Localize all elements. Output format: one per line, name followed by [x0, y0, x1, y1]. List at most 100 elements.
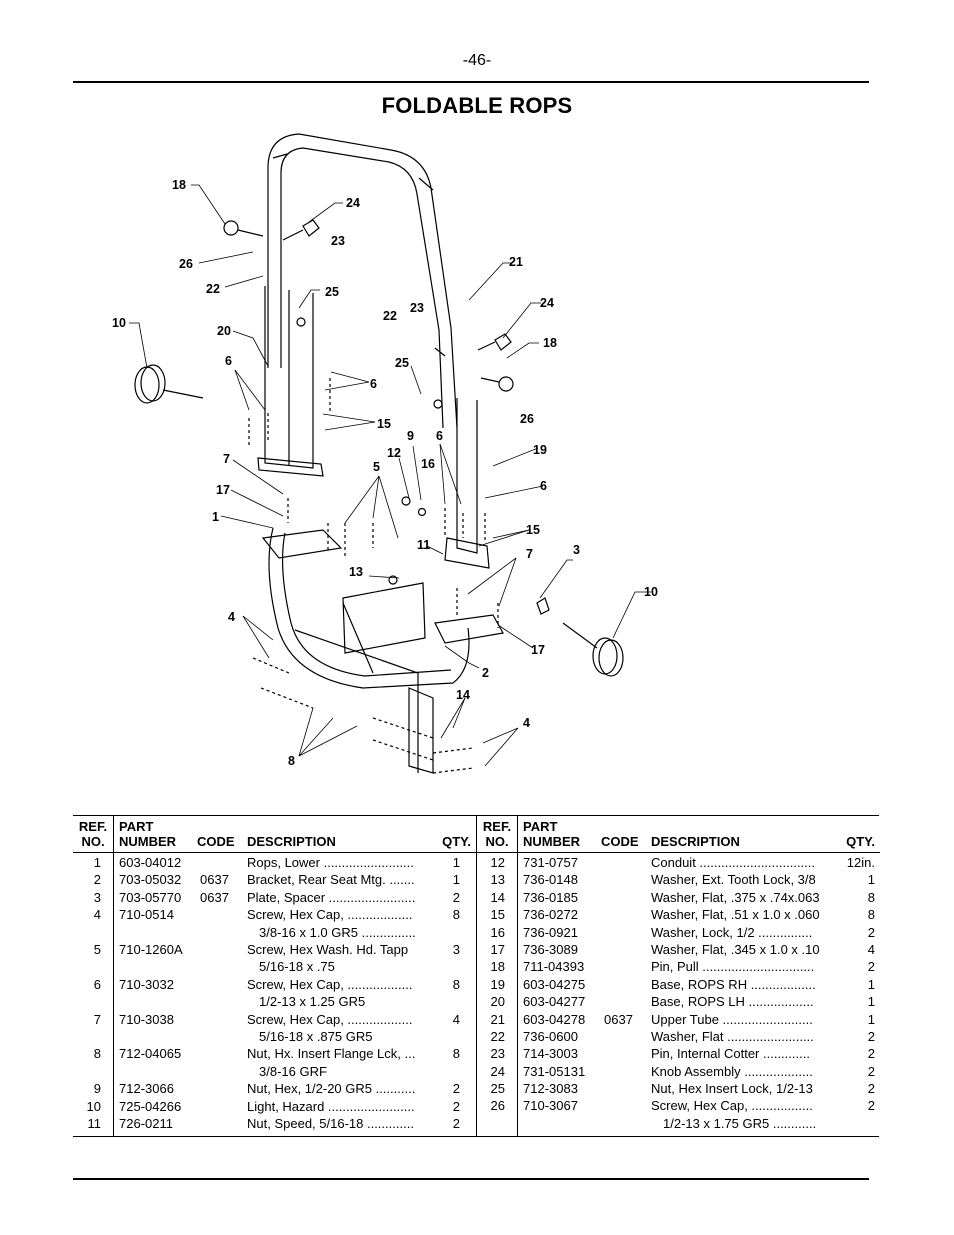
header-part-number: PART NUMBER: [523, 819, 581, 849]
description-cell: Screw, Hex Cap, .................: [651, 1098, 813, 1114]
ref-cell: 25: [490, 1081, 505, 1097]
part-number-cell: 603-04278: [523, 1011, 586, 1027]
page-number: -46-: [462, 52, 492, 69]
part-number-cell: 710-3032: [119, 976, 174, 992]
callout-7-left: 7: [223, 452, 230, 466]
callout-25: 25: [325, 285, 339, 299]
description-cell: Screw, Hex Cap, ..................: [247, 907, 413, 923]
description-cell: Screw, Hex Cap, ..................: [247, 1011, 413, 1027]
qty-cell: 2: [452, 889, 460, 905]
description-continuation: 1/2-13 x 1.25 GR5: [259, 994, 366, 1010]
description-continuation: 1/2-13 x 1.75 GR5 ............: [663, 1115, 817, 1131]
callout-15-right: 15: [526, 523, 540, 537]
part-number-cell: 710-0514: [119, 907, 174, 923]
part-number-cell: 712-3066: [119, 1081, 174, 1097]
description-continuation: 5/16-18 x .75: [259, 959, 335, 975]
part-number-cell: 710-3067: [523, 1098, 578, 1114]
ref-cell: 9: [93, 1081, 101, 1097]
exploded-parts-diagram: 18 24 23 26 22 25 21 24 23 18 22 10 20 2…: [112, 133, 658, 774]
parts-rows-left: 1 603-04012 Rops, Lower ..................…: [73, 854, 476, 1132]
part-number-cell: 603-04012: [119, 855, 182, 870]
callout-17-right: 17: [531, 643, 545, 657]
qty-cell: 3: [452, 941, 460, 957]
qty-cell: 2: [867, 959, 875, 975]
description-cell: Washer, Flat, .51 x 1.0 x .060: [651, 907, 820, 923]
part-number-cell: 714-3003: [523, 1046, 578, 1062]
qty-cell: 8: [452, 1046, 460, 1062]
qty-cell: 2: [867, 924, 875, 940]
callout-14: 14: [456, 688, 470, 702]
part-number-cell: 703-05032: [119, 872, 182, 888]
callout-1: 1: [212, 510, 219, 524]
description-cell: Base, ROPS LH ..................: [651, 994, 814, 1010]
callout-13: 13: [349, 565, 363, 579]
callout-2: 2: [482, 666, 489, 680]
qty-cell: 8: [867, 907, 875, 923]
description-cell: Pin, Pull ..............................…: [651, 959, 815, 975]
callout-9: 9: [407, 429, 414, 443]
description-cell: Washer, Ext. Tooth Lock, 3/8: [651, 872, 816, 888]
ref-cell: 12: [490, 855, 505, 870]
callout-22-right: 22: [383, 309, 397, 323]
parts-table-left: REF. NO. PART NUMBER CODE DESCRIPTION QT…: [73, 816, 476, 1136]
callout-6-far-right: 6: [540, 479, 547, 493]
qty-cell: 2: [867, 1046, 875, 1062]
header-description: DESCRIPTION: [247, 834, 336, 849]
header-part-number: PART NUMBER: [119, 819, 177, 849]
callout-26: 26: [179, 257, 193, 271]
qty-cell: 1: [452, 872, 460, 888]
callout-24-right: 24: [540, 296, 554, 310]
table-row: 1 603-04012 Rops, Lower ..................…: [73, 854, 476, 871]
description-cell: Nut, Hex Insert Lock, 1/2-13: [651, 1081, 813, 1097]
header-ref: REF. NO.: [482, 819, 512, 849]
ref-cell: 21: [490, 1011, 505, 1027]
part-number-cell: 710-1260A: [119, 941, 183, 957]
header-qty: QTY.: [846, 834, 875, 849]
description-continuation: 5/16-18 x .875 GR5: [259, 1028, 373, 1044]
qty-cell: 2: [867, 1081, 875, 1097]
part-number-cell: 736-3089: [523, 941, 578, 957]
description-cell: Rops, Lower .........................: [247, 855, 414, 870]
ref-cell: 8: [93, 1046, 101, 1062]
ref-cell: 5: [93, 941, 101, 957]
part-number-cell: 726-0211: [119, 1115, 173, 1131]
qty-cell: 2: [452, 1081, 460, 1097]
parts-table: REF. NO. PART NUMBER CODE DESCRIPTION QT…: [73, 815, 880, 1137]
description-cell: Screw, Hex Cap, ..................: [247, 976, 413, 992]
callout-11: 11: [417, 538, 430, 552]
callout-4-left: 4: [228, 610, 235, 624]
qty-cell: 8: [867, 889, 875, 905]
page-title: FOLDABLE ROPS: [381, 93, 573, 118]
callout-labels: 18 24 23 26 22 25 21 24 23 18 22 10 20 2…: [112, 178, 658, 768]
ref-cell: 1: [93, 855, 101, 870]
part-number-cell: 736-0148: [523, 872, 578, 888]
callout-16: 16: [421, 457, 435, 471]
ref-cell: 17: [490, 941, 505, 957]
table-row: 9 712-3066 Nut, Hex, 1/2-20 GR5 ..........…: [73, 1080, 476, 1097]
callout-17-left: 17: [216, 483, 230, 497]
ref-cell: 16: [490, 924, 505, 940]
qty-cell: 1: [867, 994, 875, 1010]
callout-10: 10: [112, 316, 126, 330]
callout-23: 23: [331, 234, 345, 248]
description-cell: Nut, Hex, 1/2-20 GR5 ...........: [247, 1081, 416, 1097]
callout-25-right: 25: [395, 356, 409, 370]
qty-cell: 2: [452, 1115, 460, 1131]
description-cell: Washer, Flat, .345 x 1.0 x .10: [651, 941, 820, 957]
callout-18-right: 18: [543, 336, 557, 350]
code-cell: 0637: [200, 872, 229, 888]
table-row: 17 736-3089 Washer, Flat, .345 x 1.0 x .10…: [477, 941, 880, 958]
ref-cell: 7: [93, 1011, 101, 1027]
description-cell: Knob Assembly ...................: [651, 1063, 813, 1079]
